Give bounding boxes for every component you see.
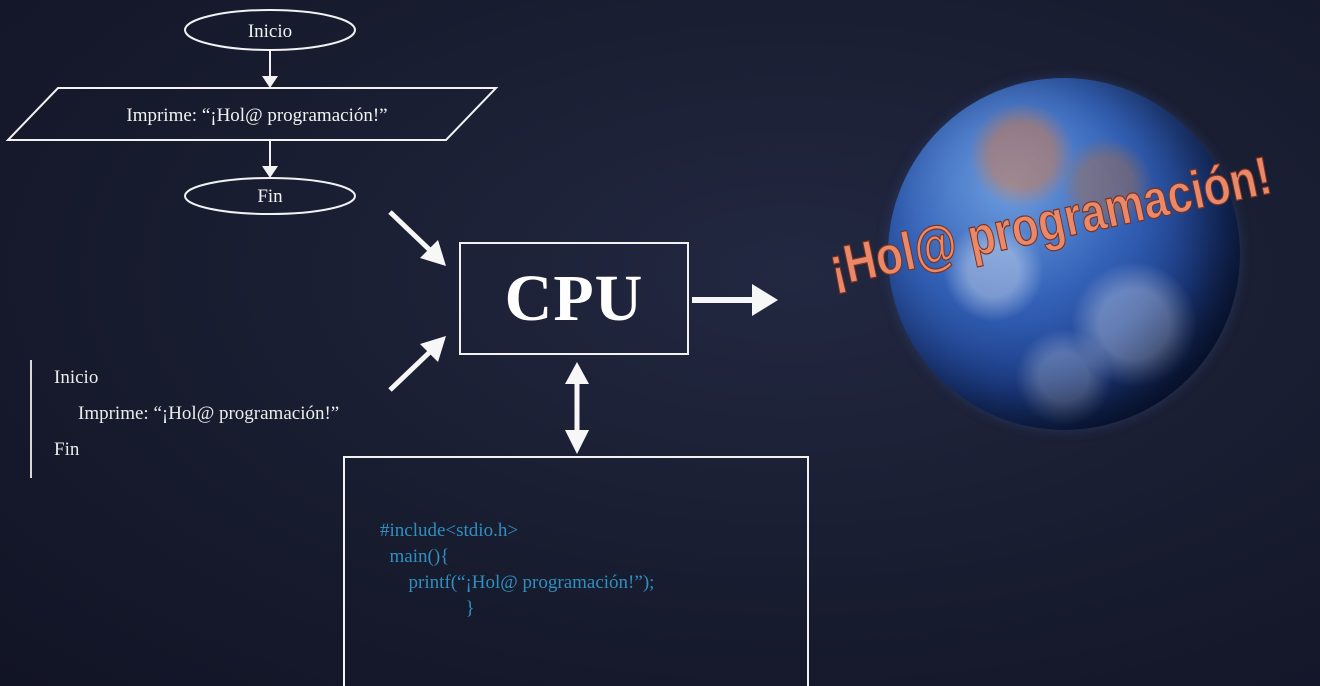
pseudocode-start: Inicio [54,367,99,388]
pseudocode-block: Inicio Imprime: “¡Hol@ programación!” Fi… [30,360,339,478]
pseudocode-to-cpu-arrow [388,346,436,392]
flowchart-end-shape [184,177,356,215]
flowchart-to-cpu-arrow [388,210,436,256]
flow-arrow-1-head [262,76,278,88]
output-headline-text: ¡Hol@ programación! [824,145,1277,297]
cpu-to-output-arrow-head [752,284,778,316]
flowchart-print-label: Imprime: “¡Hol@ programación!” [126,105,387,126]
pseudocode-end: Fin [54,439,80,460]
code-line-main: main(){ [380,546,450,567]
cpu-box: CPU [459,242,689,355]
code-box [343,456,809,686]
flowchart-print-shape [5,87,499,141]
earth-globe-image [888,78,1240,430]
flowchart-start-label: Inicio [248,21,292,42]
flow-arrow-2-head [262,166,278,178]
output-headline-svg: ¡Hol@ programación! [823,145,1277,298]
code-line-printf: printf(“¡Hol@ programación!”); [380,572,655,593]
cpu-code-double-arrow-top-head [565,362,589,384]
flowchart-to-cpu-arrow-head [420,240,446,266]
cpu-code-double-arrow-bottom-head [565,430,589,454]
pseudocode-print: Imprime: “¡Hol@ programación!” [78,403,340,424]
cpu-label: CPU [504,261,644,335]
flowchart-end-label: Fin [257,186,283,207]
pseudocode-to-cpu-arrow-head [420,336,446,362]
code-line-include: #include<stdio.h> [380,520,519,541]
code-line-close-brace: } [380,598,475,619]
code-listing: #include<stdio.h> main(){ printf(“¡Hol@ … [380,518,654,622]
